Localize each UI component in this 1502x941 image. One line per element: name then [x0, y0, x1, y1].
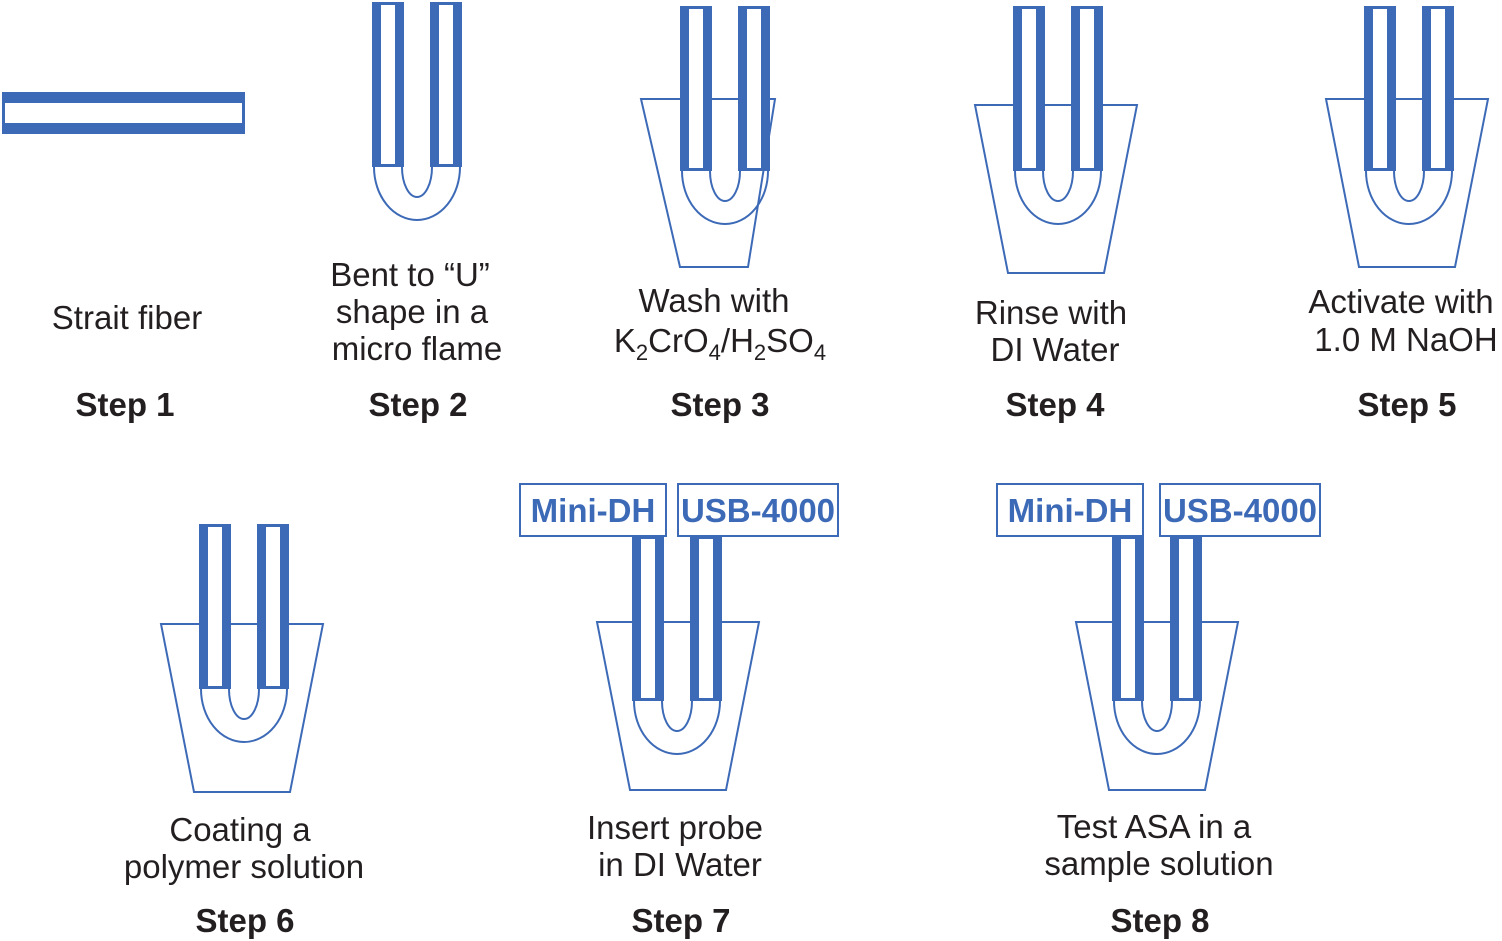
- fiber-core: [208, 527, 222, 686]
- step-2-description-line1: Bent to “U”: [330, 256, 490, 293]
- formula-subscript: 2: [754, 340, 766, 365]
- fiber-core: [439, 5, 453, 164]
- u-bend-inner: [401, 166, 433, 198]
- fiber-core: [1121, 539, 1135, 698]
- u-bend-inner: [661, 700, 693, 732]
- u-bend-inner: [709, 170, 741, 202]
- step-3-description-line1: Wash with: [639, 282, 790, 319]
- step-4-description-line2: DI Water: [991, 331, 1120, 368]
- step-5-illustration: [1324, 6, 1490, 268]
- fiber-core: [381, 5, 395, 164]
- fiber-core: [1373, 9, 1387, 168]
- u-bend-outer: [1014, 170, 1102, 225]
- step-3-illustration: [639, 6, 777, 268]
- spectrometer-label: USB-4000: [681, 492, 835, 529]
- step-6-description-line2: polymer solution: [124, 848, 364, 885]
- formula-subscript: 4: [814, 340, 826, 365]
- beaker: [595, 621, 761, 791]
- fiber-core: [641, 539, 655, 698]
- fiber-core: [1080, 9, 1094, 168]
- beaker: [159, 623, 325, 793]
- step-5-description-line2: 1.0 M NaOH: [1314, 321, 1497, 358]
- u-bend-outer: [681, 170, 769, 225]
- fiber-core: [689, 9, 703, 168]
- step-5-description-line1: Activate with: [1308, 283, 1493, 320]
- formula-part: SO: [766, 322, 814, 359]
- step-6-label: Step 6: [195, 902, 294, 939]
- step-7-description-line1: Insert probe: [587, 809, 763, 846]
- formula-part: CrO: [648, 322, 709, 359]
- step-6-illustration: [159, 524, 325, 793]
- step-1-label: Step 1: [75, 386, 174, 423]
- beaker: [1324, 98, 1490, 268]
- step-2-description-line3: micro flame: [332, 330, 503, 367]
- fiber-core: [699, 539, 713, 698]
- fiber-core: [747, 9, 761, 168]
- step-7-description-line2: in DI Water: [598, 846, 762, 883]
- u-bend-inner: [228, 688, 260, 720]
- fiber-core: [266, 527, 280, 686]
- light-source-label: Mini-DH: [531, 492, 656, 529]
- u-bend-inner: [1141, 700, 1173, 732]
- step-2-description-line2: shape in a: [336, 293, 489, 330]
- step-3-label: Step 3: [670, 386, 769, 423]
- spectrometer-label: USB-4000: [1163, 492, 1317, 529]
- step-7-illustration: Mini-DH USB-4000: [519, 483, 839, 791]
- u-bend-outer: [1365, 170, 1453, 225]
- spectrometer-box: [1159, 483, 1321, 537]
- step-2-illustration: [372, 2, 462, 221]
- step-5-label: Step 5: [1357, 386, 1456, 423]
- light-source-label: Mini-DH: [1008, 492, 1133, 529]
- u-bend-outer: [200, 688, 288, 743]
- u-bend-outer: [373, 166, 461, 221]
- beaker: [973, 104, 1139, 274]
- formula-subscript: 4: [709, 340, 721, 365]
- formula-part: K: [614, 322, 636, 359]
- spectrometer-box: [677, 483, 839, 537]
- fiber-core: [1179, 539, 1193, 698]
- step-4-illustration: [973, 6, 1139, 274]
- step-8-description-line2: sample solution: [1044, 845, 1273, 882]
- step-2-label: Step 2: [368, 386, 467, 423]
- step-8-description-line1: Test ASA in a: [1057, 808, 1252, 845]
- step-1-description: Strait fiber: [52, 299, 202, 336]
- step-8-label: Step 8: [1110, 902, 1209, 939]
- formula-subscript: 2: [636, 340, 648, 365]
- u-bend-outer: [633, 700, 721, 755]
- light-source-box: [519, 483, 667, 537]
- u-bend-inner: [1393, 170, 1425, 202]
- beaker: [639, 98, 777, 268]
- step-1-illustration: [2, 92, 245, 134]
- step-8-illustration: Mini-DH USB-4000: [996, 483, 1321, 791]
- step-6-description-line1: Coating a: [169, 811, 311, 848]
- step-7-label: Step 7: [631, 902, 730, 939]
- u-bend-outer: [1113, 700, 1201, 755]
- straight-fiber-core: [5, 103, 242, 123]
- step-4-description-line1: Rinse with: [975, 294, 1127, 331]
- fiber-core: [1022, 9, 1036, 168]
- step-4-label: Step 4: [1005, 386, 1105, 423]
- u-bend-inner: [1042, 170, 1074, 202]
- light-source-box: [996, 483, 1144, 537]
- beaker: [1074, 621, 1240, 791]
- fiber-core: [1431, 9, 1445, 168]
- step-3-formula: K2CrO4/H2SO4: [614, 322, 826, 365]
- formula-part: /H: [721, 322, 754, 359]
